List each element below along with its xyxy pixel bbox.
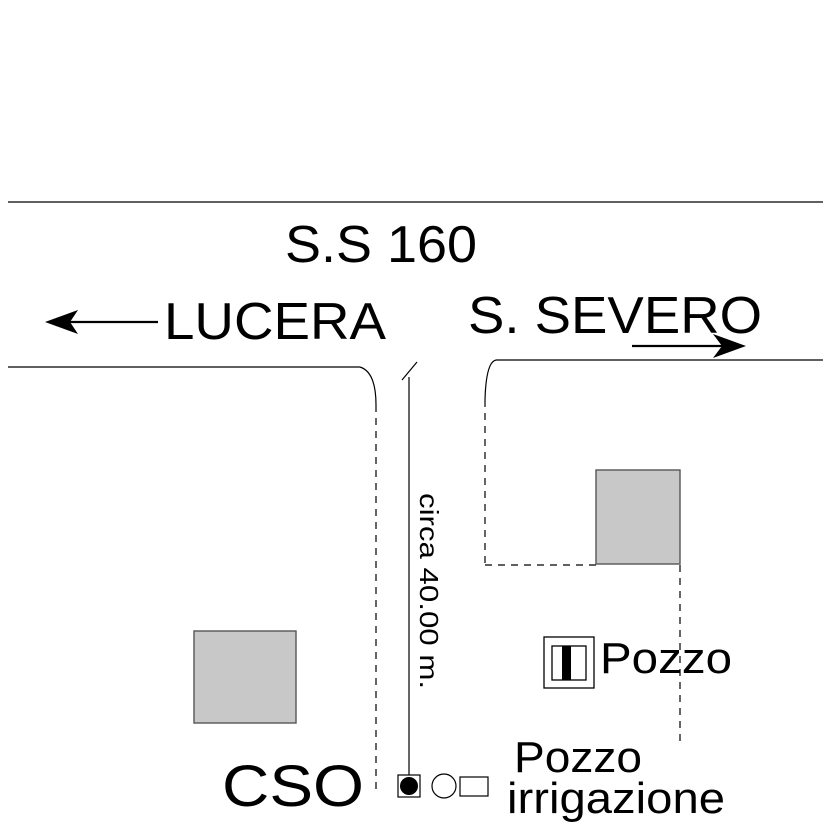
empty-circle-icon	[431, 773, 457, 799]
building-right	[595, 469, 681, 565]
well-label: Pozzo	[600, 634, 732, 683]
distance-tick-top	[401, 361, 418, 381]
direction-right-label: S. SEVERO	[468, 287, 762, 345]
road-corner-right	[484, 359, 497, 401]
road-corner-left	[359, 366, 377, 406]
distance-label: circa 40.00 m.	[414, 493, 444, 689]
arrow-left-icon	[45, 310, 158, 334]
filled-circle-icon	[397, 774, 421, 798]
irrigation-well-label-line2: irrigazione	[507, 774, 725, 823]
well-icon	[543, 636, 595, 689]
arrow-right-icon	[632, 334, 746, 358]
irrigation-well-label-line1: Pozzo	[514, 733, 642, 782]
cso-label: CSO	[222, 754, 364, 819]
road-name-label: S.S 160	[285, 216, 477, 274]
building-left	[193, 630, 297, 724]
rectangle-icon	[459, 776, 489, 797]
direction-left-label: LUCERA	[164, 293, 386, 351]
